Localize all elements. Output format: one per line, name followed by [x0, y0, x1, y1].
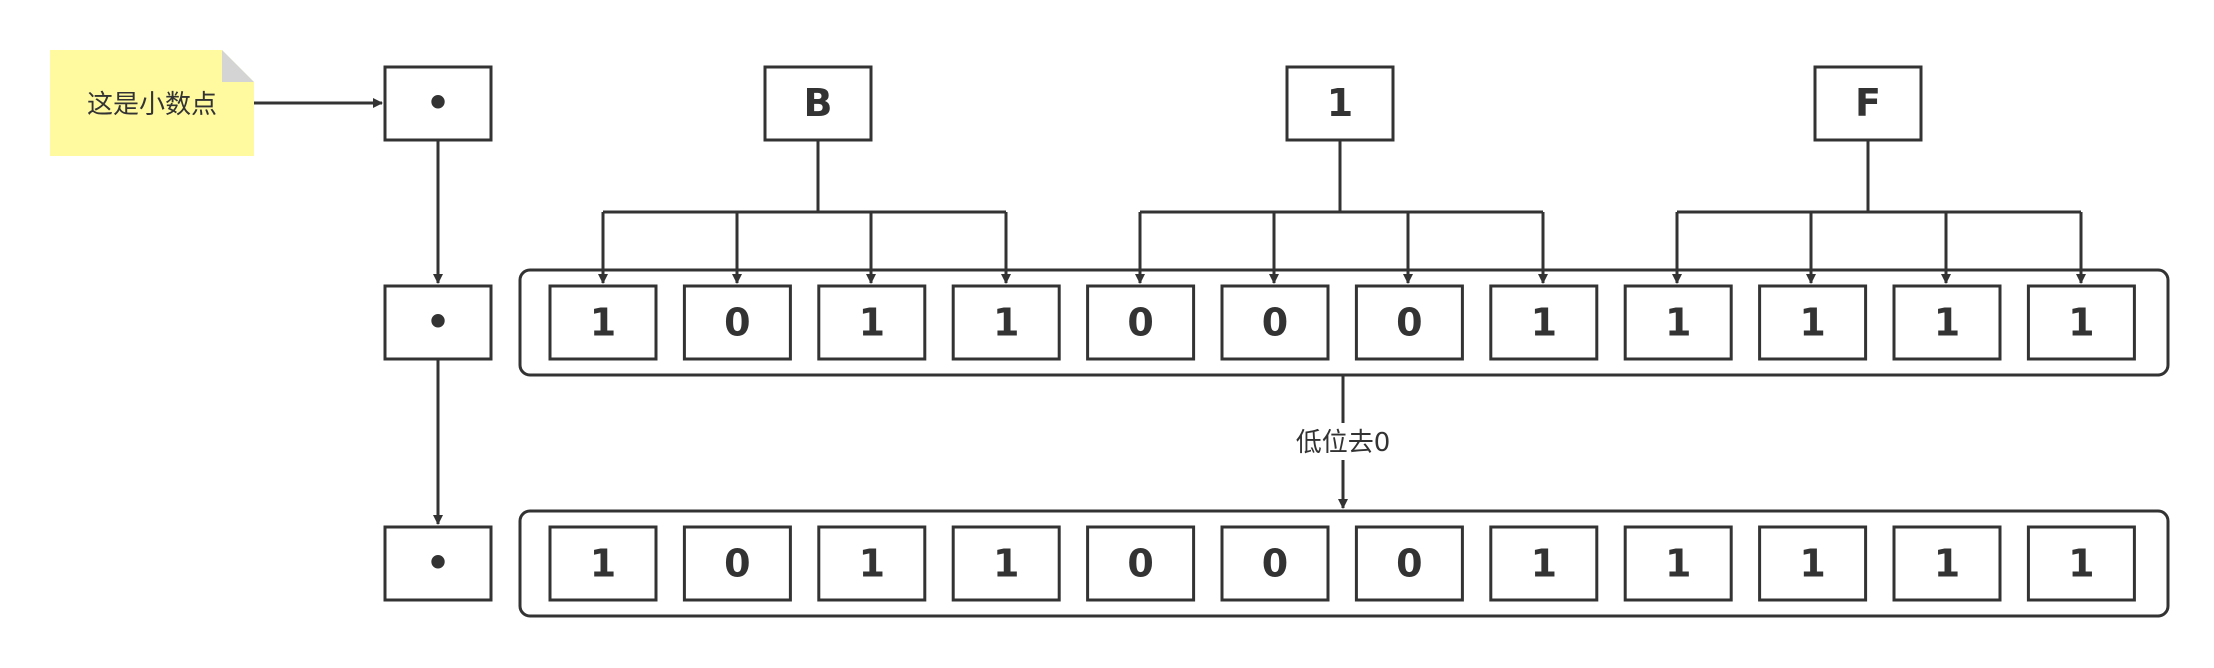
result-bit-cell: 1	[817, 525, 927, 602]
binary-bits-row: 1 0 1 1 0 0 0 1 1 1 1 1	[548, 284, 2136, 361]
result-bit-cell: 0	[1354, 525, 1464, 602]
bit-value: 1	[590, 301, 616, 345]
dot-box-top: •	[383, 65, 493, 142]
bit-cell: 1	[1758, 284, 1868, 361]
bit-value: 0	[1262, 301, 1288, 345]
hex-digit-box: F	[1813, 65, 1923, 142]
bit-cell: 0	[1220, 284, 1330, 361]
bit-value: 1	[993, 301, 1019, 345]
bit-cell: 1	[1489, 284, 1599, 361]
dot-box-bottom: •	[383, 525, 493, 602]
bit-value: 1	[590, 542, 616, 586]
bit-value: 1	[1531, 301, 1557, 345]
result-bit-cell: 1	[1892, 525, 2002, 602]
bit-cell: 1	[1623, 284, 1733, 361]
bit-cell: 1	[951, 284, 1061, 361]
bit-cell: 0	[682, 284, 792, 361]
bit-value: 0	[1396, 301, 1422, 345]
bit-value: 0	[1127, 542, 1153, 586]
result-bit-cell: 1	[951, 525, 1061, 602]
dot-symbol: •	[426, 300, 450, 344]
dot-symbol: •	[426, 81, 450, 125]
hex-digit-label: B	[804, 81, 833, 125]
hex-fanout-connector	[1672, 140, 2086, 284]
bit-cell: 1	[1892, 284, 2002, 361]
bit-value: 0	[1262, 542, 1288, 586]
result-bits-row: 1 0 1 1 0 0 0 1 1 1 1 1	[548, 525, 2136, 602]
hex-fanout-connector	[1135, 140, 1548, 284]
bit-value: 0	[1127, 301, 1153, 345]
bit-value: 0	[1396, 542, 1422, 586]
bit-value: 1	[2068, 301, 2094, 345]
result-bit-cell: 1	[548, 525, 658, 602]
bit-value: 1	[2068, 542, 2094, 586]
bit-cell: 1	[817, 284, 927, 361]
decimal-point-note: 这是小数点	[50, 50, 254, 156]
result-bit-cell: 0	[682, 525, 792, 602]
result-bit-cell: 1	[1623, 525, 1733, 602]
bit-cell: 1	[2026, 284, 2136, 361]
hex-digit-label: F	[1855, 81, 1881, 125]
bit-value: 1	[1934, 301, 1960, 345]
note-text: 这是小数点	[87, 90, 217, 120]
bit-value: 0	[724, 301, 750, 345]
result-bit-cell: 1	[1758, 525, 1868, 602]
bit-value: 1	[859, 542, 885, 586]
bit-value: 1	[1531, 542, 1557, 586]
result-row-container	[518, 509, 2170, 618]
hex-digit-box: B	[763, 65, 873, 142]
dot-box-middle: •	[383, 284, 493, 361]
bit-value: 0	[724, 542, 750, 586]
result-bit-cell: 1	[1489, 525, 1599, 602]
hex-fanout-connector	[598, 140, 1011, 284]
bit-value: 1	[1934, 542, 1960, 586]
bit-value: 1	[1665, 542, 1691, 586]
hex-digit-box: 1	[1285, 65, 1395, 142]
result-bit-cell: 0	[1220, 525, 1330, 602]
hex-digit-label: 1	[1327, 81, 1353, 125]
dot-symbol: •	[426, 541, 450, 585]
bit-cell: 0	[1354, 284, 1464, 361]
bit-value: 1	[1799, 301, 1825, 345]
result-bit-cell: 1	[2026, 525, 2136, 602]
trim-zero-label: 低位去0	[1296, 428, 1391, 458]
bit-cell: 1	[548, 284, 658, 361]
note-fold	[222, 50, 254, 82]
bit-value: 1	[859, 301, 885, 345]
bit-value: 1	[993, 542, 1019, 586]
bit-value: 1	[1799, 542, 1825, 586]
result-bit-cell: 0	[1086, 525, 1196, 602]
bit-cell: 0	[1086, 284, 1196, 361]
note-body	[50, 50, 254, 156]
bit-value: 1	[1665, 301, 1691, 345]
